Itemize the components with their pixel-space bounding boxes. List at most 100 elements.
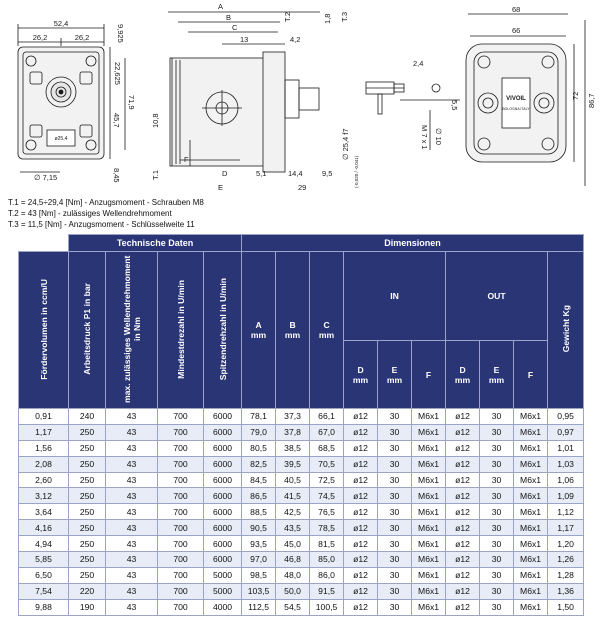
table-cell: M6x1 xyxy=(411,471,447,489)
table-cell: 30 xyxy=(479,471,515,489)
table-cell: M6x1 xyxy=(513,519,549,537)
table-cell: 43 xyxy=(105,519,158,537)
table-cell: 41,5 xyxy=(275,487,311,505)
table-cell: M6x1 xyxy=(411,455,447,473)
dim-52-4: 52,4 xyxy=(54,19,69,28)
table-cell: 43 xyxy=(105,551,158,568)
table-cell: 2,60 xyxy=(18,471,69,489)
table-cell: 1,17 xyxy=(547,519,585,537)
table-cell: M6x1 xyxy=(513,503,549,521)
table-cell: ø12 xyxy=(445,503,481,521)
technical-drawing: ø25,4 52,4 26,2 26,2 9,925 22,625 71,9 4… xyxy=(17,2,596,192)
table-cell: 30 xyxy=(377,408,413,425)
table-cell: M6x1 xyxy=(411,439,447,457)
table-cell: 700 xyxy=(157,503,204,521)
dim-B: B xyxy=(226,13,231,22)
table-cell: ø12 xyxy=(343,551,379,568)
table-cell: 91,5 xyxy=(309,582,345,600)
dim-10-8: 10,8 xyxy=(151,113,160,128)
table-cell: 1,20 xyxy=(547,535,585,553)
brand-city-text: BOLOGNA ITALY xyxy=(502,107,530,111)
header-dimensionen: Dimensionen xyxy=(241,234,585,252)
table-cell: 43 xyxy=(105,582,158,600)
table-cell: 30 xyxy=(377,535,413,553)
table-cell: 43,5 xyxy=(275,519,311,537)
table-cell: 700 xyxy=(157,519,204,537)
table-cell: 84,5 xyxy=(241,471,277,489)
table-cell: M6x1 xyxy=(411,503,447,521)
table-cell: 30 xyxy=(377,566,413,584)
dim-A: A xyxy=(218,2,223,11)
table-cell: 80,5 xyxy=(241,439,277,457)
table-cell: 0,91 xyxy=(18,408,69,425)
table-cell: 3,12 xyxy=(18,487,69,505)
table-cell: 68,5 xyxy=(309,439,345,457)
table-cell: 54,5 xyxy=(275,598,311,616)
header-in-F: F xyxy=(411,340,447,409)
table-cell: 7,54 xyxy=(18,582,69,600)
table-cell: ø12 xyxy=(445,423,481,441)
table-cell: 250 xyxy=(68,455,106,473)
header-out-F: F xyxy=(513,340,549,409)
table-cell: 700 xyxy=(157,551,204,568)
table-cell: M6x1 xyxy=(513,408,549,425)
table-cell: ø12 xyxy=(343,487,379,505)
table-cell: 50,0 xyxy=(275,582,311,600)
table-cell: 81,5 xyxy=(309,535,345,553)
table-cell: 1,06 xyxy=(547,471,585,489)
dim-C: C xyxy=(232,23,238,32)
dim-71-9: 71,9 xyxy=(127,95,136,110)
dim-72: 72 xyxy=(571,92,580,100)
header-spitzendrehzahl: Spitzendrehzahl in U/min xyxy=(202,251,243,409)
table-cell: 82,5 xyxy=(241,455,277,473)
table-cell: 700 xyxy=(157,566,204,584)
table-cell: 250 xyxy=(68,487,106,505)
table-cell: 6000 xyxy=(202,535,243,553)
corner-blank xyxy=(18,234,69,252)
table-cell: 43 xyxy=(105,487,158,505)
header-out: OUT xyxy=(445,251,549,341)
table-cell: ø12 xyxy=(445,551,481,568)
table-cell: 72,5 xyxy=(309,471,345,489)
table-cell: 4,16 xyxy=(18,519,69,537)
table-cell: M6x1 xyxy=(411,598,447,616)
dim-68: 68 xyxy=(512,5,520,14)
rear-view: 68 66 VIVOIL BOLOGNA ITALY 72 86,7 xyxy=(465,5,596,186)
table-cell: 76,5 xyxy=(309,503,345,521)
table-cell: 30 xyxy=(377,582,413,600)
header-in: IN xyxy=(343,251,447,341)
table-cell: 43 xyxy=(105,471,158,489)
table-cell: 42,5 xyxy=(275,503,311,521)
table-cell: 6,50 xyxy=(18,566,69,584)
table-cell: 66,1 xyxy=(309,408,345,425)
label-F: F xyxy=(184,155,189,164)
table-cell: 4,94 xyxy=(18,535,69,553)
table-cell: 700 xyxy=(157,535,204,553)
table-cell: 30 xyxy=(479,423,515,441)
table-cell: 1,03 xyxy=(547,455,585,473)
table-cell: 0,95 xyxy=(547,408,585,425)
dim-5-1: 5,1 xyxy=(256,169,266,178)
note-t3: T.3 = 11,5 [Nm] - Anzugsmoment - Schlüss… xyxy=(8,220,195,229)
table-cell: M6x1 xyxy=(513,582,549,600)
table-cell: 30 xyxy=(479,408,515,425)
plate-label-text: ø25,4 xyxy=(55,136,68,142)
table-cell: 78,5 xyxy=(309,519,345,537)
table-cell: 79,0 xyxy=(241,423,277,441)
table-cell: 98,5 xyxy=(241,566,277,584)
table-cell: 700 xyxy=(157,439,204,457)
table-cell: 43 xyxy=(105,455,158,473)
table-cell: 190 xyxy=(68,598,106,616)
dim-26-2-left: 26,2 xyxy=(33,33,48,42)
table-cell: ø12 xyxy=(343,503,379,521)
brand-text: VIVOIL xyxy=(506,96,526,102)
table-cell: ø12 xyxy=(343,582,379,600)
table-cell: 43 xyxy=(105,535,158,553)
table-cell: 112,5 xyxy=(241,598,277,616)
table-cell: 6000 xyxy=(202,503,243,521)
table-cell: 250 xyxy=(68,566,106,584)
